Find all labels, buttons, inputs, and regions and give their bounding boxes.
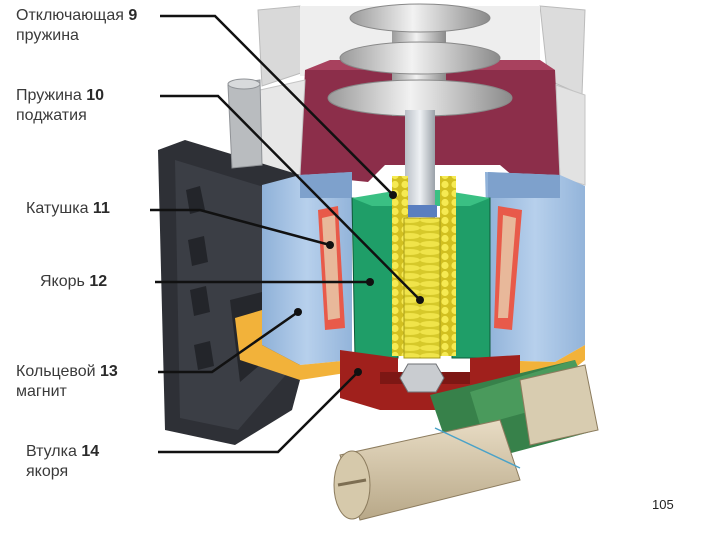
leader-line-13 [158, 310, 299, 374]
compression-spring [403, 217, 441, 359]
callout-9-line2: пружина [16, 27, 79, 44]
leader-dot-12 [366, 278, 374, 286]
leader-dots [294, 191, 424, 376]
leader-line-11 [150, 208, 331, 247]
callout-14-name: Втулка [26, 443, 77, 460]
leader-dot-14 [354, 368, 362, 376]
slide-number: 105 [652, 497, 674, 512]
leader-lines [150, 14, 421, 454]
leader-line-9 [160, 14, 394, 196]
callout-11: Катушка 11 [26, 199, 110, 219]
leader-dot-13 [294, 308, 302, 316]
drive-rods [333, 360, 599, 521]
callout-14-number: 14 [81, 443, 100, 460]
callout-12: Якорь 12 [40, 272, 107, 292]
leader-line-10 [160, 94, 421, 301]
callout-13-line2: магнит [16, 383, 67, 400]
callout-10-number: 10 [86, 87, 105, 104]
callout-10-line2: поджатия [16, 107, 87, 124]
leader-line-14 [158, 371, 359, 454]
callout-10-name: Пружина [16, 87, 82, 104]
insulator-sheds [327, 3, 513, 117]
callout-13: Кольцевой 13 магнит [16, 362, 118, 402]
callout-13-number: 13 [100, 363, 118, 380]
callout-9-number: 9 [128, 7, 138, 24]
callout-11-number: 11 [92, 200, 110, 217]
callout-9: Отключающая 9 пружина [16, 6, 137, 46]
leader-dot-11 [326, 241, 334, 249]
callout-14-line2: якоря [26, 463, 69, 480]
callout-12-name: Якорь [40, 273, 85, 290]
shaft-nut [399, 363, 445, 393]
callout-14: Втулка 14 якоря [26, 442, 99, 482]
callout-9-name: Отключающая [16, 7, 124, 24]
callout-10: Пружина 10 поджатия [16, 86, 104, 126]
callout-13-name: Кольцевой [16, 363, 96, 380]
callout-12-number: 12 [89, 273, 108, 290]
leader-dot-9 [389, 191, 397, 199]
callout-11-name: Катушка [26, 200, 89, 217]
leader-dot-10 [416, 296, 424, 304]
